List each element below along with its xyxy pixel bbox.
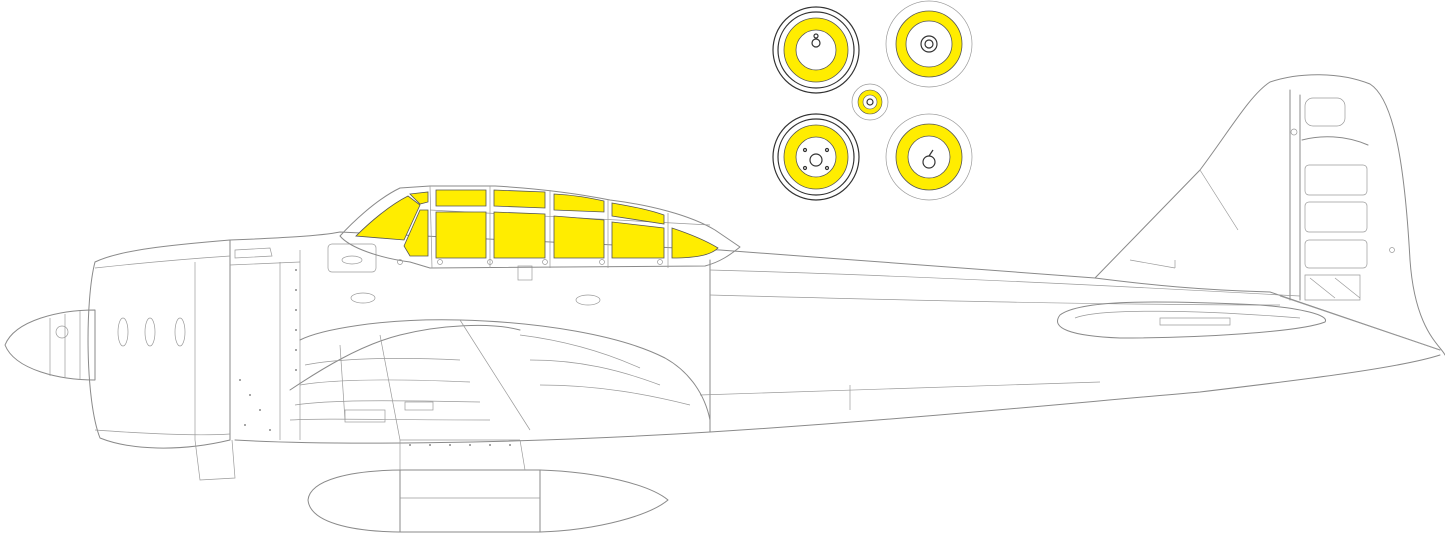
canopy-mask-12 [671,227,719,259]
canopy-masks [355,189,719,259]
wing [289,319,711,471]
canopy-mask-6 [611,202,665,225]
canopy-mask-3 [435,189,487,207]
wheel-mask-bottom-left [772,113,860,201]
vertical-stabilizer [1094,74,1445,356]
canopy-mask-2 [409,191,429,205]
rivet-details [239,269,511,446]
fuselage [229,231,1441,444]
canopy-mask-8 [435,211,487,259]
wheel-mask-top-left [772,6,860,94]
canopy-mask-5 [553,193,605,213]
drop-tank [307,469,669,533]
canopy-mask-4 [493,189,546,209]
canopy-mask-9 [493,211,546,259]
wheel-mask-top-right [885,0,973,88]
canopy-mask-11 [611,221,665,259]
canopy-mask-10 [553,215,605,259]
canopy-mask-1 [355,195,421,241]
engine-cowling [87,239,273,481]
canopy-mask-7 [403,209,429,257]
propeller-spinner [4,309,96,381]
horizontal-stabilizer [1057,301,1326,339]
wheel-mask-tail [851,83,889,121]
wheel-mask-bottom-right [885,113,973,201]
